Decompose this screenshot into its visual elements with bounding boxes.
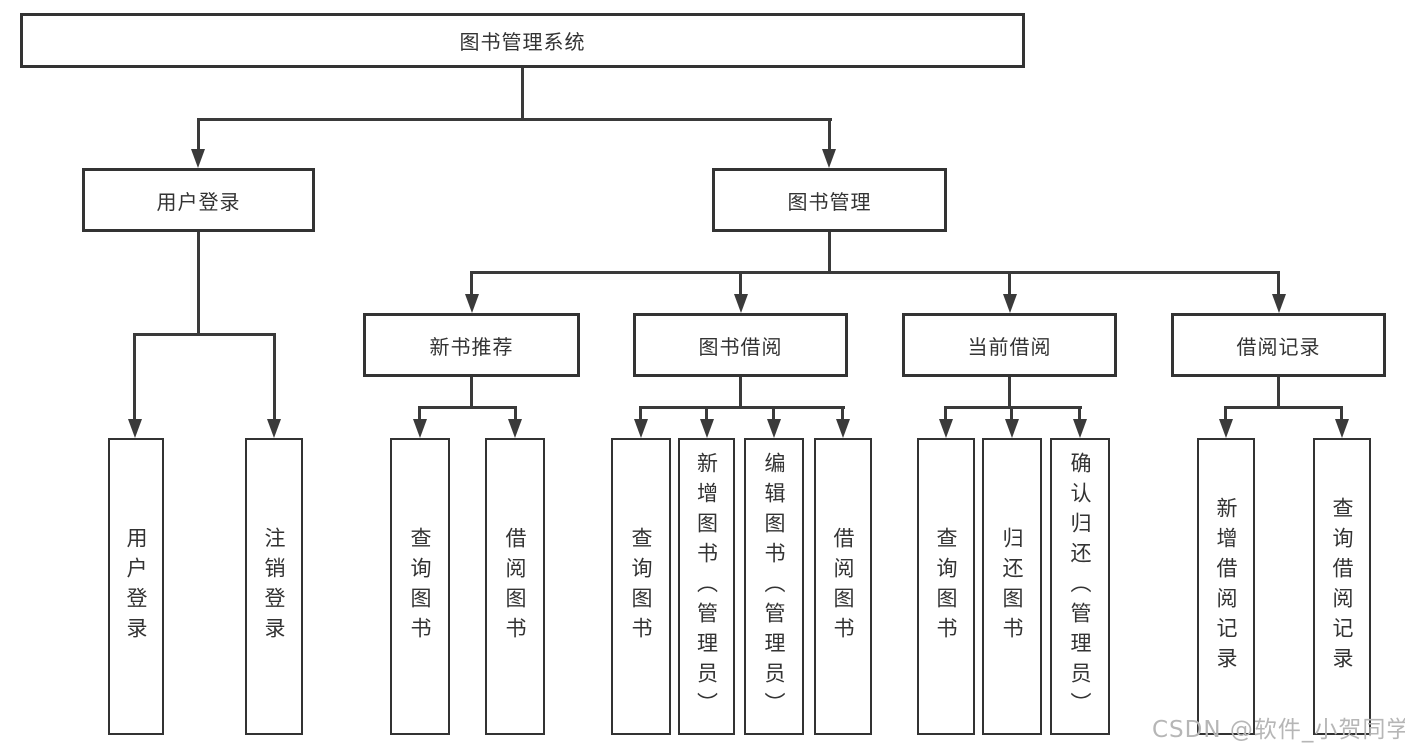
arrowhead-down-icon <box>822 149 836 168</box>
connector-line <box>133 333 276 336</box>
leaf-user-login: 用户登录 <box>108 438 164 735</box>
leaf-label: 借阅图书 <box>503 526 527 647</box>
node-new-book-recommendation: 新书推荐 <box>363 313 580 377</box>
connector-line <box>1340 406 1343 422</box>
connector-line <box>944 406 947 422</box>
connector-line <box>944 406 1082 409</box>
leaf-label: 查询借阅记录 <box>1330 496 1354 677</box>
connector-line <box>514 406 517 422</box>
connector-line <box>197 118 200 153</box>
connector-line <box>828 118 831 153</box>
leaf-label: 借阅图书 <box>831 526 855 647</box>
arrowhead-down-icon <box>836 419 850 438</box>
arrowhead-down-icon <box>767 419 781 438</box>
leaf-label: 查询图书 <box>408 526 432 647</box>
connector-line <box>739 377 742 409</box>
arrowhead-down-icon <box>413 419 427 438</box>
connector-line <box>470 271 473 298</box>
connector-line <box>521 68 524 119</box>
connector-line <box>197 118 832 121</box>
connector-line <box>470 271 1280 274</box>
connector-line <box>418 406 517 409</box>
leaf-confirm-return-admin: 确认归还（管理员） <box>1050 438 1110 735</box>
arrowhead-down-icon <box>734 294 748 313</box>
leaf-label: 新增借阅记录 <box>1214 496 1238 677</box>
connector-line <box>470 377 473 409</box>
connector-line <box>273 333 276 422</box>
arrowhead-down-icon <box>465 294 479 313</box>
arrowhead-down-icon <box>700 419 714 438</box>
connector-line <box>197 232 200 336</box>
arrowhead-down-icon <box>1335 419 1349 438</box>
connector-line <box>1277 377 1280 409</box>
leaf-add-book-admin: 新增图书（管理员） <box>678 438 735 735</box>
node-label: 图书管理系统 <box>459 30 586 54</box>
connector-line <box>772 406 775 422</box>
leaf-label: 查询图书 <box>629 526 653 647</box>
connector-line <box>1277 271 1280 298</box>
node-library-management-system: 图书管理系统 <box>20 13 1025 68</box>
leaf-label: 确认归还（管理员） <box>1068 451 1092 722</box>
connector-line <box>1224 406 1343 409</box>
arrowhead-down-icon <box>1073 419 1087 438</box>
leaf-borrow-books-recommend: 借阅图书 <box>485 438 545 735</box>
arrowhead-down-icon <box>1219 419 1233 438</box>
leaf-edit-book-admin: 编辑图书（管理员） <box>744 438 804 735</box>
leaf-return-books: 归还图书 <box>982 438 1042 735</box>
node-book-management: 图书管理 <box>712 168 947 232</box>
arrowhead-down-icon <box>128 419 142 438</box>
connector-line <box>705 406 708 422</box>
leaf-label: 新增图书（管理员） <box>694 451 719 722</box>
connector-line <box>828 232 831 274</box>
leaf-label: 注销登录 <box>262 526 286 647</box>
csdn-watermark: CSDN @软件_小贺同学 <box>1152 717 1405 743</box>
connector-line <box>1008 377 1011 409</box>
leaf-logout: 注销登录 <box>245 438 303 735</box>
leaf-query-books-borrowing: 查询图书 <box>611 438 671 735</box>
arrowhead-down-icon <box>508 419 522 438</box>
leaf-query-books-current: 查询图书 <box>917 438 975 735</box>
leaf-label: 归还图书 <box>1000 526 1024 647</box>
node-label: 图书借阅 <box>698 334 783 359</box>
connector-line <box>1078 406 1081 422</box>
connector-line <box>1224 406 1227 422</box>
node-label: 图书管理 <box>787 189 872 214</box>
leaf-label: 查询图书 <box>934 526 958 647</box>
node-borrowing-records: 借阅记录 <box>1171 313 1386 377</box>
leaf-borrow-books-borrowing: 借阅图书 <box>814 438 872 735</box>
node-user-login: 用户登录 <box>82 168 315 232</box>
arrowhead-down-icon <box>1005 419 1019 438</box>
node-current-borrowing: 当前借阅 <box>902 313 1117 377</box>
node-label: 用户登录 <box>156 189 241 214</box>
node-book-borrowing: 图书借阅 <box>633 313 848 377</box>
arrowhead-down-icon <box>939 419 953 438</box>
leaf-label: 用户登录 <box>124 526 148 647</box>
arrowhead-down-icon <box>191 149 205 168</box>
arrowhead-down-icon <box>634 419 648 438</box>
connector-line <box>1010 406 1013 422</box>
arrowhead-down-icon <box>1003 294 1017 313</box>
connector-line <box>639 406 845 409</box>
node-label: 当前借阅 <box>967 334 1052 359</box>
arrowhead-down-icon <box>1272 294 1286 313</box>
leaf-query-borrow-record: 查询借阅记录 <box>1313 438 1371 735</box>
connector-line <box>133 333 136 422</box>
connector-line <box>841 406 844 422</box>
arrowhead-down-icon <box>267 419 281 438</box>
node-label: 新书推荐 <box>429 334 514 359</box>
connector-line <box>739 271 742 298</box>
connector-line <box>1008 271 1011 298</box>
connector-line <box>639 406 642 422</box>
leaf-label: 编辑图书（管理员） <box>762 451 786 722</box>
leaf-query-books-recommend: 查询图书 <box>390 438 450 735</box>
connector-line <box>418 406 421 422</box>
node-label: 借阅记录 <box>1236 334 1321 359</box>
leaf-add-borrow-record: 新增借阅记录 <box>1197 438 1255 735</box>
